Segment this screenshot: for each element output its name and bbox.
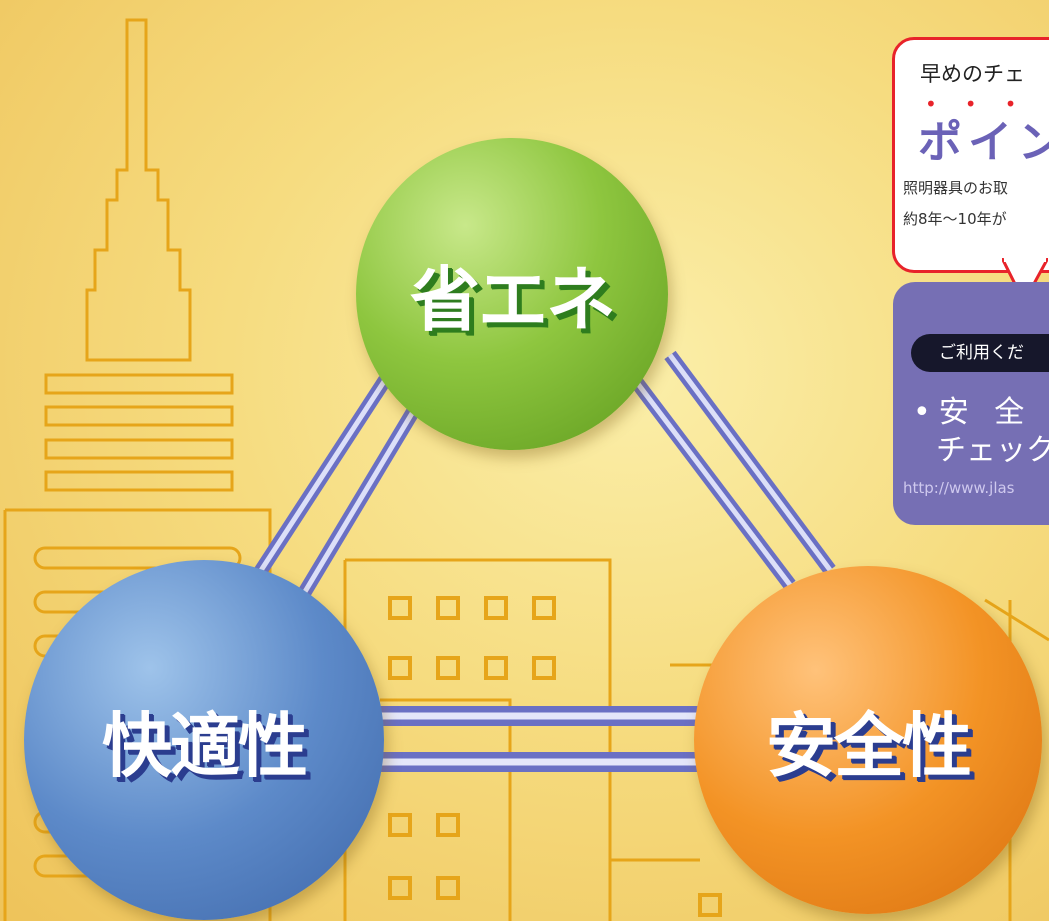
info-panel	[893, 282, 1049, 525]
safety-circle: 安全性	[694, 566, 1042, 914]
info-panel-bullet-line-2: チェック	[936, 433, 1049, 468]
safety-label: 安全性	[766, 704, 972, 787]
info-panel-url-link[interactable]: http://www.jlas	[903, 479, 1015, 497]
callout-bubble	[892, 37, 1049, 273]
energy-saving-label: 省エネ	[410, 258, 616, 341]
info-panel-bullet: •安 全	[913, 387, 1032, 431]
callout-heading: ポイン	[918, 117, 1049, 168]
info-panel-bullet-line-1: 安 全	[938, 395, 1033, 430]
emphasis-dots: •••	[925, 92, 1045, 116]
energy-saving-circle: 省エネ	[356, 138, 668, 450]
callout-body-line-1: 照明器具のお取	[903, 179, 1009, 197]
bullet-icon: •	[913, 395, 939, 430]
callout-body-line-2: 約8年〜10年が	[903, 210, 1007, 228]
info-panel-pill: ご利用くだ	[911, 334, 1049, 372]
comfort-circle: 快適性	[24, 560, 384, 920]
comfort-label: 快適性	[102, 704, 308, 787]
callout-lead-text: 早めのチェ	[920, 62, 1025, 86]
